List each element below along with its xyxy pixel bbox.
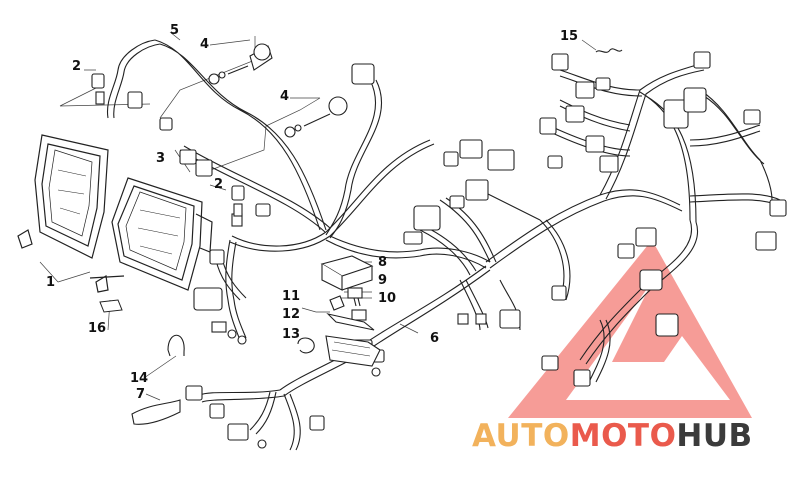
callout-4a: 4 [200,37,209,52]
watermark-auto: AUTO [472,418,570,454]
callout-4b: 4 [280,89,289,104]
headlight-left [17,134,109,259]
callout-labels: 1 2 2 3 4 4 5 6 7 8 9 10 11 12 13 14 15 … [46,23,578,402]
callout-12: 12 [282,307,300,322]
callout-16: 16 [88,321,106,336]
callout-11: 11 [282,289,300,304]
watermark-logo-text: AUTOMOTOHUB [472,418,800,458]
callout-15: 15 [560,29,578,44]
callout-1: 1 [46,275,55,290]
callout-6: 6 [430,331,439,346]
callout-5: 5 [170,23,179,38]
callout-7: 7 [136,387,145,402]
watermark-triangle [508,240,752,418]
callout-13: 13 [282,327,300,342]
watermark-moto: MOTO [569,418,677,454]
relay-fuse-group [131,255,381,425]
callout-2b: 2 [214,177,223,192]
bulbs-and-sockets [91,43,623,217]
callout-9: 9 [378,273,387,288]
callout-14: 14 [130,371,148,386]
callout-2a: 2 [72,59,81,74]
pad-16 [99,299,123,313]
headlight-right [89,177,213,293]
callout-10: 10 [378,291,396,306]
callout-3: 3 [156,151,165,166]
connectors [185,51,787,449]
watermark-hub: HUB [676,418,753,454]
leader-lines [39,31,597,401]
callout-8: 8 [378,255,387,270]
